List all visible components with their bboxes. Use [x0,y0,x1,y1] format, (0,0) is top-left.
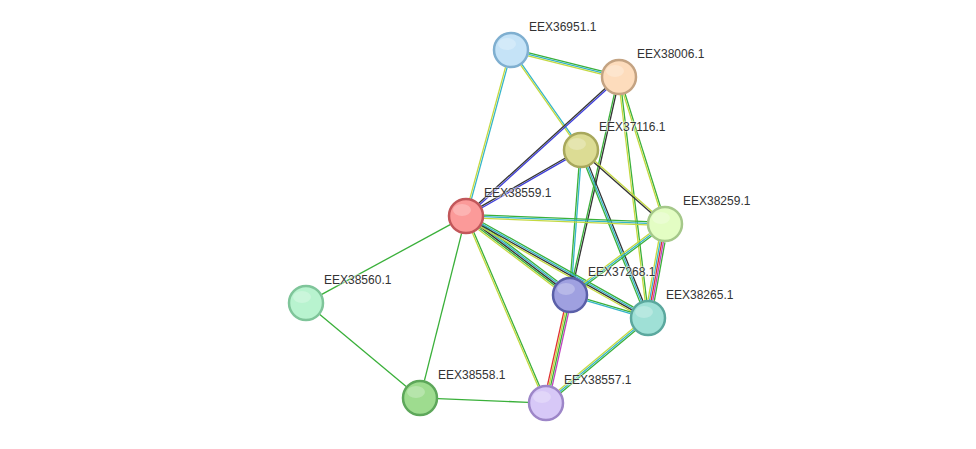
interaction-edge [438,399,528,403]
evidence-strand [624,94,659,207]
evidence-strand [625,94,660,207]
evidence-strand [559,328,633,390]
node-circle [647,206,683,242]
evidence-strand [322,225,450,295]
evidence-strand [528,56,601,74]
node-highlight [453,204,471,216]
evidence-strand [471,68,507,199]
protein-node: EEX38265.1 [630,300,666,336]
interaction-edge [624,94,661,207]
interaction-edge [484,215,647,225]
protein-label: EEX38259.1 [683,194,750,208]
node-highlight [498,38,516,50]
evidence-strand [438,399,528,403]
node-circle [448,198,484,234]
protein-node: EEX38557.1 [528,385,564,421]
node-highlight [568,138,586,150]
node-circle [552,277,588,313]
evidence-strand [320,315,406,387]
node-circle-shape [631,301,665,335]
node-circle [601,59,637,95]
protein-label: EEX38560.1 [324,273,391,287]
protein-label: EEX37116.1 [599,120,666,134]
evidence-strand [587,301,630,314]
evidence-strand [560,330,634,392]
evidence-strand [474,232,540,386]
evidence-strand [521,65,570,136]
node-circle-shape [648,207,682,241]
node-highlight [407,386,425,398]
node-circle-shape [403,381,437,415]
evidence-strand [529,53,602,71]
node-circle [630,300,666,336]
node-circle-shape [529,386,563,420]
protein-node: EEX37268.1 [552,277,588,313]
node-circle [402,380,438,416]
interaction-edge [472,232,539,387]
node-highlight [652,212,670,224]
interaction-edge [478,224,557,286]
interaction-edge [528,53,602,74]
interaction-edge [424,233,461,380]
evidence-strand [548,312,564,385]
evidence-strand [480,90,606,205]
evidence-strand [470,67,506,198]
protein-node: EEX38558.1 [402,380,438,416]
node-circle-shape [602,60,636,94]
interaction-edge [479,89,606,205]
protein-label: EEX38557.1 [564,373,631,387]
evidence-strand [586,167,640,302]
protein-node: EEX38259.1 [647,206,683,242]
interaction-edge [481,158,566,207]
node-circle-shape [564,133,598,167]
interaction-edge [587,299,631,313]
evidence-strand [479,89,605,204]
evidence-strand [484,215,647,222]
node-circle-shape [289,286,323,320]
node-highlight [635,306,653,318]
interaction-edge [322,225,450,295]
node-circle [563,132,599,168]
node-highlight [533,391,551,403]
protein-node: EEX38560.1 [288,285,324,321]
interaction-edge [559,328,635,392]
protein-label: EEX38559.1 [484,186,551,200]
evidence-strand [528,54,601,72]
node-circle-shape [449,199,483,233]
evidence-strand [587,299,630,312]
protein-node: EEX36951.1 [493,32,529,68]
evidence-strand [482,160,566,208]
node-highlight [557,283,575,295]
evidence-strand [481,158,565,206]
protein-node: EEX38006.1 [601,59,637,95]
evidence-strand [522,64,571,135]
evidence-strand [589,166,643,301]
node-circle-shape [494,33,528,67]
evidence-strand [472,233,538,387]
protein-node: EEX38559.1 [448,198,484,234]
protein-label: EEX37268.1 [588,265,655,279]
protein-label: EEX38558.1 [438,368,505,382]
node-circle [493,32,529,68]
evidence-strand [549,312,565,385]
node-highlight [606,65,624,77]
interaction-edge [586,166,643,302]
protein-label: EEX38265.1 [666,288,733,302]
evidence-strand [484,217,647,224]
node-circle-shape [553,278,587,312]
evidence-strand [424,233,461,380]
protein-node: EEX37116.1 [563,132,599,168]
node-highlight [293,291,311,303]
node-circle [528,385,564,421]
evidence-strand [484,218,647,225]
evidence-strand [561,331,635,393]
interaction-edge [521,64,572,135]
interaction-edge [320,315,406,387]
evidence-strand [588,167,642,302]
protein-label: EEX36951.1 [529,20,596,34]
interaction-edge [470,67,507,199]
protein-label: EEX38006.1 [637,47,704,61]
node-circle [288,285,324,321]
